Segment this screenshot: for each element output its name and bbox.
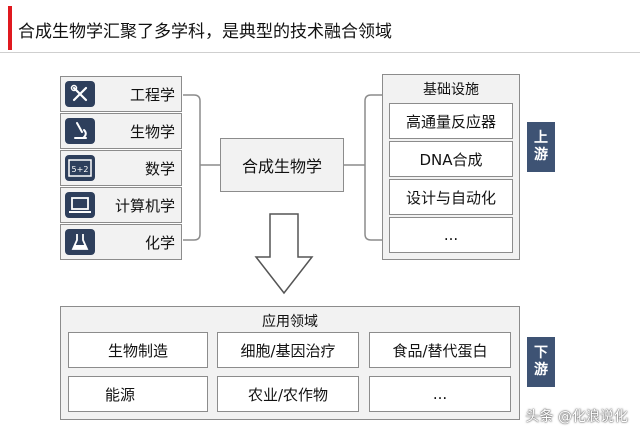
- infrastructure-item: ...: [389, 217, 513, 253]
- discipline-label: 计算机学: [114, 196, 175, 215]
- discipline-label: 数学: [144, 159, 175, 178]
- application-item: 食品/替代蛋白: [369, 332, 511, 368]
- upstream-tag-char: 上: [534, 130, 548, 146]
- down-arrow-icon: [254, 213, 314, 295]
- title-accent-bar: [8, 6, 12, 50]
- discipline-label: 工程学: [129, 85, 175, 104]
- disciplines-bracket: [183, 94, 201, 241]
- downstream-tag-char: 游: [534, 362, 548, 378]
- microscope-icon: [65, 118, 95, 144]
- application-item: 能源: [68, 376, 208, 412]
- downstream-tag: 下 游: [527, 337, 555, 387]
- discipline-computer-science: 计算机学: [60, 187, 182, 223]
- infrastructure-bracket: [364, 94, 382, 241]
- page-title: 合成生物学汇聚了多学科，是典型的技术融合领域: [18, 22, 392, 42]
- discipline-biology: 生物学: [60, 113, 182, 149]
- svg-text:5+2: 5+2: [72, 165, 89, 174]
- infrastructure-item: 设计与自动化: [389, 179, 513, 215]
- title-divider: [0, 52, 640, 53]
- formula-board-icon: 5+2: [65, 155, 95, 181]
- infrastructure-item: 高通量反应器: [389, 103, 513, 139]
- upstream-tag: 上 游: [527, 122, 555, 172]
- upstream-tag-char: 游: [534, 147, 548, 163]
- discipline-chemistry: 化学: [60, 224, 182, 260]
- application-item: 生物制造: [68, 332, 208, 368]
- laptop-icon: [65, 192, 95, 218]
- downstream-tag-char: 下: [534, 345, 548, 361]
- application-item: 农业/农作物: [217, 376, 359, 412]
- watermark: 头条 @化浪说化: [525, 409, 628, 425]
- discipline-label: 化学: [144, 233, 175, 252]
- applications-title: 应用领域: [262, 314, 318, 330]
- infrastructure-title: 基础设施: [423, 82, 479, 98]
- tools-icon: [65, 81, 95, 107]
- discipline-math: 5+2 数学: [60, 150, 182, 186]
- discipline-engineering: 工程学: [60, 76, 182, 112]
- flask-icon: [65, 229, 95, 255]
- discipline-label: 生物学: [129, 122, 175, 141]
- application-item: 细胞/基因治疗: [217, 332, 359, 368]
- synthetic-biology-box: 合成生物学: [220, 138, 344, 192]
- application-item: ...: [369, 376, 511, 412]
- infrastructure-item: DNA合成: [389, 141, 513, 177]
